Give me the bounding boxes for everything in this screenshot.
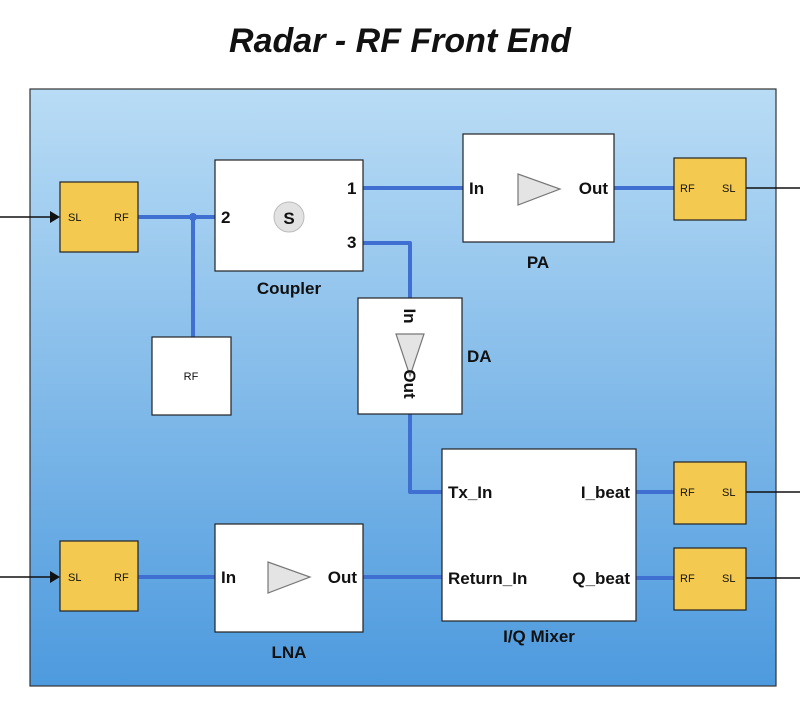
coupler-symbol: S [283,209,294,228]
converter-sl-label: SL [68,212,81,224]
mixer-return-in-label: Return_In [448,569,527,588]
mixer-q-beat-label: Q_beat [572,569,630,588]
da-in-label: In [400,308,419,323]
converter-sl-label: SL [722,487,735,499]
coupler-port-1: 1 [347,179,356,198]
da-out-label: Out [400,369,419,399]
amplifier-icon [395,333,425,378]
converter-sl-label: SL [68,572,81,584]
coupler-block[interactable]: S 2 1 3 [214,159,364,272]
lna-in-label: In [221,568,236,587]
iq-mixer-block[interactable]: Tx_In Return_In I_beat Q_beat [441,448,637,622]
da-block[interactable]: In Out [357,297,463,415]
da-name: DA [467,347,492,366]
converter-tx-out[interactable]: RF SL [673,157,747,221]
pa-out-label: Out [579,179,609,198]
pa-name: PA [527,253,549,272]
coupler-name: Coupler [257,279,322,298]
wire-junction [189,213,197,221]
converter-sl-label: SL [722,573,735,585]
wire-coupler3-to-da[interactable] [363,241,412,298]
coupler-port-3: 3 [347,233,356,252]
converter-rf-label: RF [114,212,129,224]
rf-terminal-label: RF [184,371,199,383]
arrow-rx-input [50,571,60,583]
lna-name: LNA [272,643,307,662]
converter-tx-in[interactable]: SL RF [59,181,139,253]
coupler-port-2: 2 [221,208,230,227]
converter-rf-label: RF [680,573,695,585]
mixer-tx-in-label: Tx_In [448,483,492,502]
amplifier-icon [267,561,312,594]
converter-rf-label: RF [680,487,695,499]
amplifier-icon [517,173,562,206]
converter-q-out[interactable]: RF SL [673,547,747,611]
mixer-i-beat-label: I_beat [581,483,630,502]
arrow-tx-input [50,211,60,223]
converter-rf-label: RF [114,572,129,584]
lna-block[interactable]: In Out [214,523,364,633]
iq-mixer-name: I/Q Mixer [503,627,575,646]
wire-da-to-mixer[interactable] [408,414,442,494]
s-parameter-icon [273,201,305,233]
page-title: Radar - RF Front End [229,22,572,60]
lna-out-label: Out [328,568,358,587]
converter-rf-label: RF [680,183,695,195]
rf-terminal-block[interactable]: RF [151,336,232,416]
converter-sl-label: SL [722,183,735,195]
converter-i-out[interactable]: RF SL [673,461,747,525]
pa-block[interactable]: In Out [462,133,615,243]
pa-in-label: In [469,179,484,198]
converter-rx-in[interactable]: SL RF [59,540,139,612]
